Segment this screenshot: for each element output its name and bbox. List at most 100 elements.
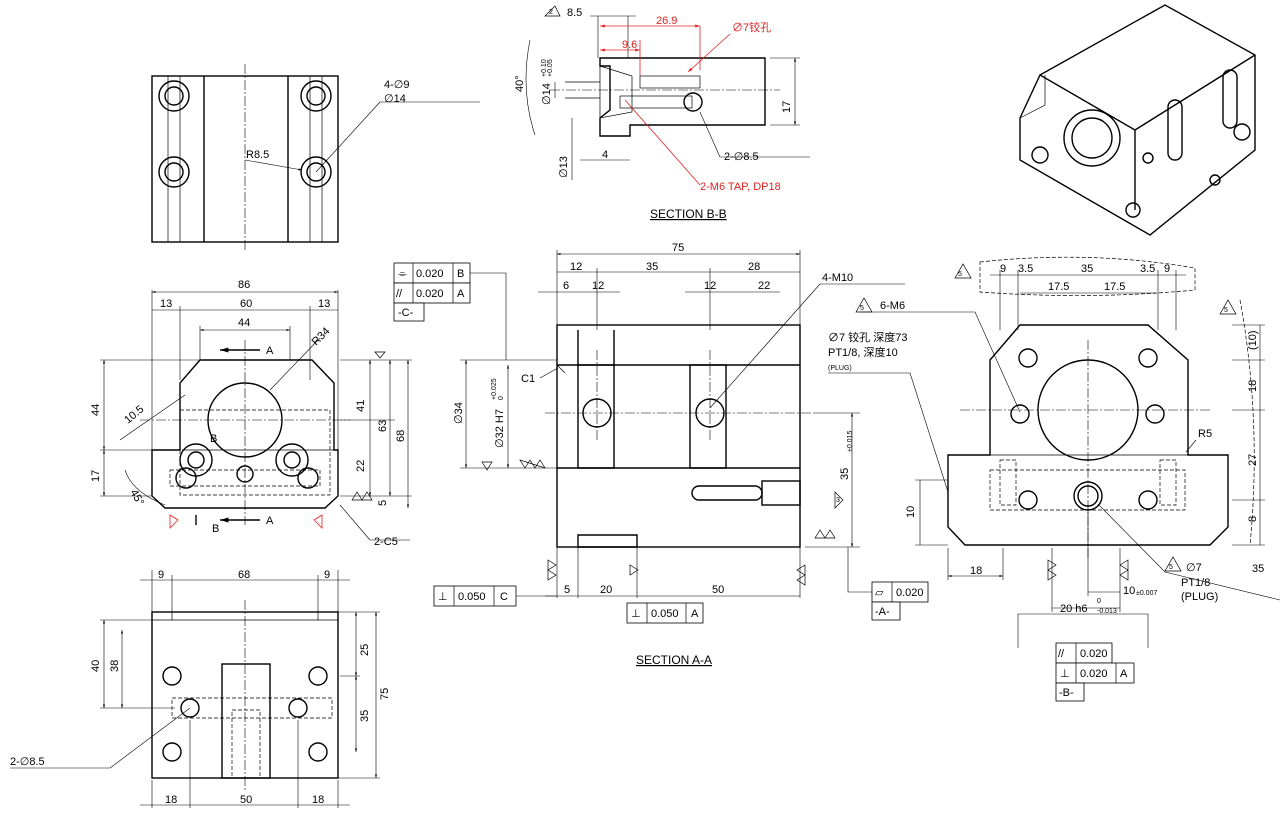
right-ream-note: ∅7 铰孔 深度73 xyxy=(828,330,907,344)
fcf-flatness-icon: ▱ xyxy=(875,587,884,599)
right-dim-18: 18 xyxy=(970,565,982,577)
fcf-perp-c-value: 0.050 xyxy=(458,591,486,603)
fcf-b-row2-value: 0.020 xyxy=(1080,668,1108,680)
right-dim-10: 10 xyxy=(1123,585,1135,597)
front-dim-r34: R34 xyxy=(310,325,333,348)
section-aa-dim-75: 75 xyxy=(672,242,684,254)
section-bb-title: SECTION B-B xyxy=(650,207,727,221)
front-dim-22: 22 xyxy=(355,460,367,472)
top-view-holes-note: 4-∅9 xyxy=(384,79,409,91)
section-bb-dim-9-6: 9.6 xyxy=(622,39,637,51)
front-chamfer-note: 2-C5 xyxy=(374,536,398,548)
bottom-view: 9 68 9 40 38 25 35 75 18 50 18 2-∅8.5 xyxy=(10,569,391,808)
section-aa-dim-6: 6 xyxy=(563,280,569,292)
section-aa-m10: 4-M10 xyxy=(822,272,853,284)
top-view-counterbore-note: ∅14 xyxy=(384,93,406,105)
fcf-c-parallel-icon: // xyxy=(396,288,403,300)
isometric-view xyxy=(1019,4,1256,236)
section-bb-dim-26-9: 26.9 xyxy=(656,15,677,27)
front-dim-41: 41 xyxy=(355,400,367,412)
right-pt2-note: PT1/8 xyxy=(1181,577,1210,589)
section-aa-dim-12b: 12 xyxy=(592,280,604,292)
section-bb-tol-lo: +0.05 xyxy=(547,59,554,77)
right-plug-note: (PLUG) xyxy=(828,365,852,372)
right-dim-3-5b: 3.5 xyxy=(1140,263,1155,275)
section-aa-dia32: ∅32 H7 xyxy=(494,409,506,448)
fcf-c-symmetry-icon: ⌯ xyxy=(398,268,407,280)
bottom-dim-25: 25 xyxy=(359,644,371,656)
right-dim-27r: 27 xyxy=(1247,454,1259,466)
fcf-b-row1-value: 0.020 xyxy=(1080,648,1108,660)
right-r5: R5 xyxy=(1198,428,1212,440)
right-dim-10r: (10) xyxy=(1247,330,1259,350)
fcf-flatness-value: 0.020 xyxy=(896,587,924,599)
front-dim-45deg: 45° xyxy=(127,488,146,508)
section-aa-dim-35v: 35 xyxy=(839,468,851,480)
section-aa-dia34: ∅34 xyxy=(453,402,465,424)
fcf-perp-c-icon: ⊥ xyxy=(438,591,448,603)
section-aa-dim-35v-tol: ±0.015 xyxy=(847,431,854,452)
fcf-c-row2-ref: A xyxy=(457,288,465,300)
bottom-dim-38: 38 xyxy=(109,660,121,672)
bottom-dim-18a: 18 xyxy=(165,794,177,806)
front-cut-b-top: B xyxy=(210,433,217,445)
fcf-flatness-a: ▱ 0.020 -A- xyxy=(847,581,929,621)
section-aa-dim-28: 28 xyxy=(748,261,760,273)
section-aa-dim-35: 35 xyxy=(646,261,658,273)
section-bb-tol-up: +0.10 xyxy=(541,59,548,77)
fcf-b-datum: -B- xyxy=(1059,687,1074,699)
front-dim-63: 63 xyxy=(377,420,389,432)
fcf-datum-b: // 0.020 ⊥ 0.020 A -B- xyxy=(1017,613,1149,702)
front-dim-86: 86 xyxy=(238,279,250,291)
front-dim-44: 44 xyxy=(238,317,250,329)
section-aa-title: SECTION A-A xyxy=(636,653,712,667)
front-view: 86 13 60 13 44 R34 10.5 A A B B 44 17 45… xyxy=(90,279,412,548)
right-dim-18r: 18 xyxy=(1247,380,1259,392)
fcf-c-row2-value: 0.020 xyxy=(416,288,444,300)
section-aa-dia32-tol-lo: 0 xyxy=(498,396,505,400)
front-dim-17v: 17 xyxy=(90,470,102,482)
top-view: 4-∅9 ∅14 R8.5 xyxy=(151,64,480,252)
section-bb-angle: 40° xyxy=(514,75,526,92)
right-dia7-note: ∅7 xyxy=(1186,562,1202,574)
front-dim-13a: 13 xyxy=(160,298,172,310)
right-view: 5 9 3.5 35 3.5 9 17.5 17.5 5 6-M6 ∅7 铰孔 … xyxy=(828,256,1280,615)
section-bb-dim-17: 17 xyxy=(781,101,793,113)
right-dim-35r: 35 xyxy=(1252,563,1264,575)
fcf-perp-c-ref: C xyxy=(500,591,508,603)
bottom-dim-40: 40 xyxy=(90,660,102,672)
right-dim-17-5b: 17.5 xyxy=(1104,281,1125,293)
bottom-dim-9b: 9 xyxy=(324,569,330,581)
right-dim-35: 35 xyxy=(1081,263,1093,275)
front-dim-44v: 44 xyxy=(90,404,102,416)
fcf-flatness-datum: -A- xyxy=(875,606,890,618)
fcf-b-parallel-icon: // xyxy=(1058,648,1065,660)
section-bb-dim-4: 4 xyxy=(602,149,608,161)
section-bb-dia13: ∅13 xyxy=(558,156,570,178)
front-cut-a-bottom: A xyxy=(266,515,274,527)
right-plug2-note: (PLUG) xyxy=(1181,591,1218,603)
right-tri-5c: 5 xyxy=(1224,307,1228,314)
right-dim-3-5a: 3.5 xyxy=(1018,263,1033,275)
fcf-perp-a-ref: A xyxy=(691,608,699,620)
front-dim-60: 60 xyxy=(240,298,252,310)
fcf-perp-c: ⊥ 0.050 C xyxy=(433,585,557,607)
right-tri-5a: 5 xyxy=(958,271,962,278)
right-dim-9b: 9 xyxy=(1164,263,1170,275)
front-dim-10-5: 10.5 xyxy=(122,403,146,426)
top-view-radius: R8.5 xyxy=(246,149,269,161)
section-bb-tri: 2 xyxy=(549,9,553,16)
fcf-perp-a: ⊥ 0.050 A xyxy=(626,602,704,624)
right-tri-5b: 5 xyxy=(860,305,864,312)
right-dim-10v: 10 xyxy=(905,506,917,518)
fcf-perp-a-value: 0.050 xyxy=(651,608,679,620)
section-aa-dim-12a: 12 xyxy=(570,261,582,273)
section-aa-dia32-tol-up: +0.025 xyxy=(491,378,498,400)
front-dim-68: 68 xyxy=(395,430,407,442)
section-bb-dia14: ∅14 xyxy=(541,83,553,105)
section-bb-view: 2 8.5 26.9 9.6 ∅7铰孔 17 40° ∅14 +0.10 +0.… xyxy=(514,5,810,221)
section-aa-dim-12c: 12 xyxy=(704,280,716,292)
bottom-dim-35: 35 xyxy=(359,710,371,722)
right-dim-20h6: 20 h6 xyxy=(1060,603,1088,615)
